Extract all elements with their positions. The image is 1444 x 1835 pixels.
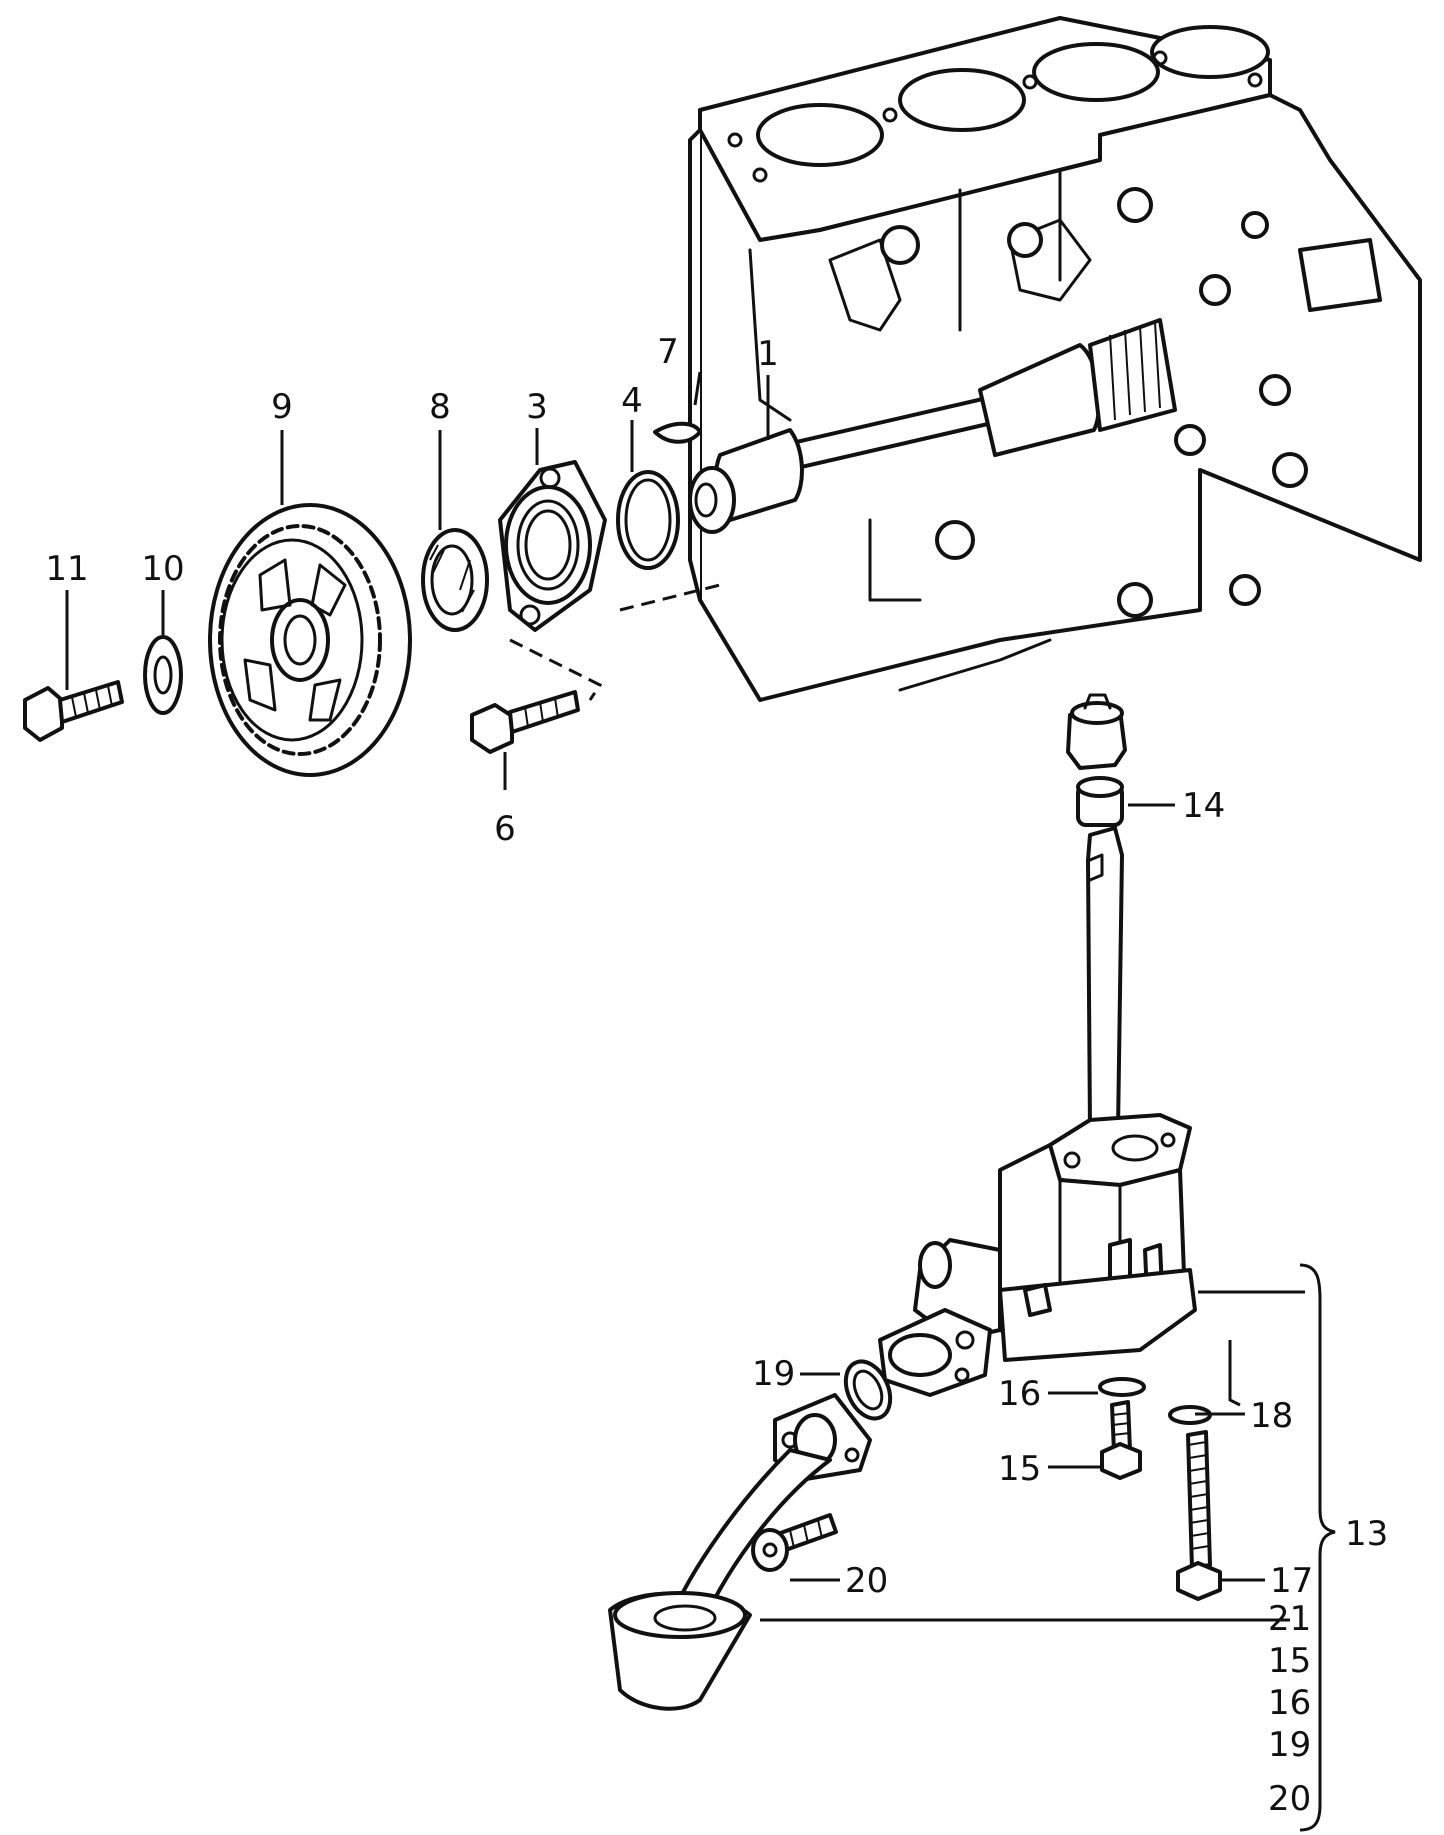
callout-9: 9 [271,387,293,427]
toothed-pulley-9 [208,503,412,777]
callout-14: 14 [1182,786,1225,826]
callout-18: 18 [1250,1396,1293,1436]
callout-10: 10 [141,549,184,589]
assembly-line [509,583,721,701]
shaft-seal-8 [421,528,489,632]
callout-13: 13 [1345,1514,1388,1554]
callout-6: 6 [494,809,516,849]
callout-21: 21 [1268,1599,1311,1639]
drive-bushing [1066,693,1127,770]
seal-flange-3 [498,460,607,632]
callout-19: 19 [752,1354,795,1394]
washer-10 [143,635,183,715]
callout-17: 17 [1270,1561,1313,1601]
engine-block [653,16,1422,702]
group-13-item: 20 [1268,1779,1311,1819]
callout-15: 15 [998,1449,1041,1489]
callout-1: 1 [757,334,779,374]
o-ring-4 [616,470,680,570]
bolt-15 [1100,1400,1142,1480]
oil-pump-13 [878,1113,1197,1397]
washer-16 [1098,1377,1146,1397]
callout-16: 16 [998,1374,1041,1414]
group-13-item: 16 [1268,1683,1311,1723]
drive-shaft [1086,826,1124,1132]
bolt-17 [1176,1430,1222,1601]
group-13-item: 15 [1268,1641,1311,1681]
callout-4: 4 [621,381,643,421]
suction-pipe-21 [608,1393,872,1711]
bolt-6 [470,690,580,754]
callout-20: 20 [845,1561,888,1601]
group-13-brace [1299,1263,1336,1832]
callout-8: 8 [429,387,451,427]
gasket-19 [843,1359,893,1421]
leader-lines [65,371,1305,1622]
callout-3: 3 [526,387,548,427]
callout-11: 11 [45,549,88,589]
group-13-item: 19 [1268,1725,1311,1765]
bolt-20 [751,1513,838,1572]
bolt-11 [23,680,124,742]
callout-labels: 1 7 4 3 8 9 10 11 6 14 16 18 15 19 20 17… [45,332,1388,1819]
callout-7: 7 [657,332,679,372]
sleeve-14 [1076,776,1124,827]
